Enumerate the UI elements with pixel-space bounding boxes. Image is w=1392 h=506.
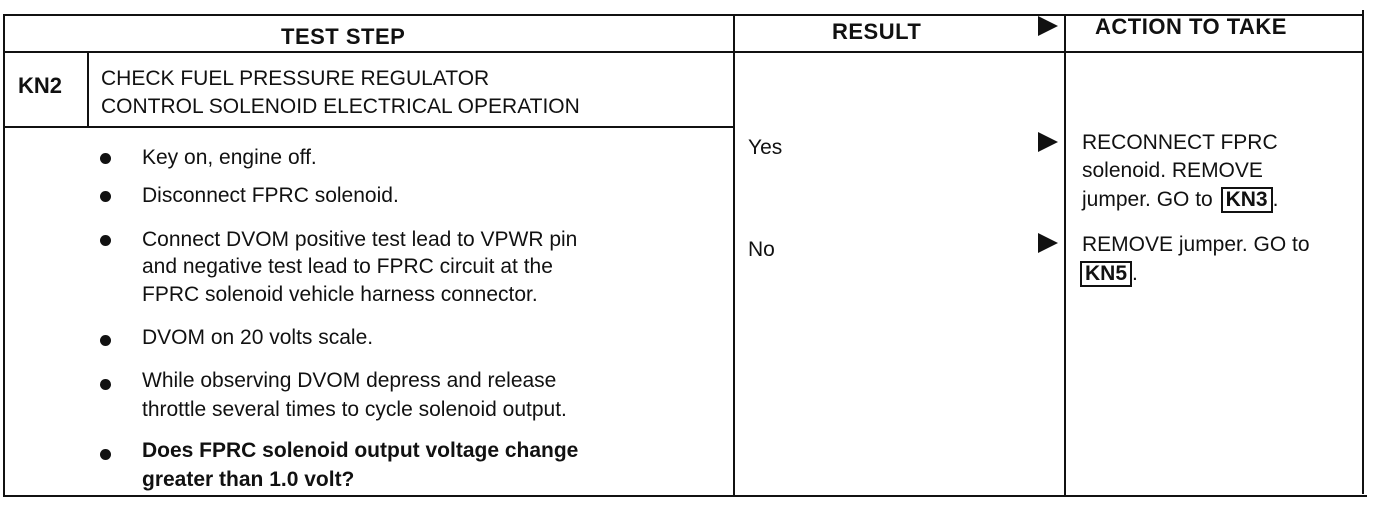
header-test-step: TEST STEP: [281, 24, 406, 49]
table-left-border: [3, 14, 5, 497]
result-no-arrow-icon: [1038, 233, 1058, 253]
bullet-icon: [100, 235, 111, 246]
table-right-border: [1362, 10, 1364, 494]
bullet-icon: [100, 449, 111, 460]
bullet-text-question: greater than 1.0 volt?: [142, 468, 355, 491]
action-yes-prefix: jumper. GO to: [1082, 188, 1213, 211]
header-arrow-icon: [1038, 16, 1058, 36]
bullet-text: throttle several times to cycle solenoid…: [142, 398, 567, 421]
bullet-text: Connect DVOM positive test lead to VPWR …: [142, 228, 578, 251]
step-title-line-2: CONTROL SOLENOID ELECTRICAL OPERATION: [101, 95, 580, 118]
step-ref-kn5[interactable]: KN5: [1080, 261, 1133, 287]
bullet-text: Disconnect FPRC solenoid.: [142, 184, 399, 207]
table-top-border: [3, 14, 1363, 16]
result-no: No: [748, 238, 775, 261]
bullet-icon: [100, 379, 111, 390]
bullet-icon: [100, 335, 111, 346]
step-id: KN2: [18, 73, 63, 98]
step-title-line-1: CHECK FUEL PRESSURE REGULATOR: [101, 67, 490, 90]
result-yes-arrow-icon: [1038, 132, 1058, 152]
bullet-text: FPRC solenoid vehicle harness connector.: [142, 283, 538, 306]
bullet-icon: [100, 191, 111, 202]
header-action-to-take: ACTION TO TAKE: [1095, 14, 1287, 39]
bullet-text-question: Does FPRC solenoid output voltage change: [142, 439, 579, 462]
action-column-divider: [1064, 14, 1066, 496]
step-title-divider: [3, 126, 734, 128]
bullet-icon: [100, 153, 111, 164]
header-result: RESULT: [832, 19, 922, 44]
header-divider: [3, 51, 1363, 53]
action-no-suffix: .: [1132, 262, 1138, 285]
step-id-divider: [87, 52, 89, 128]
action-no-line-1: REMOVE jumper. GO to: [1082, 233, 1310, 256]
result-column-divider: [733, 14, 735, 496]
action-no-line-2: KN5.: [1080, 260, 1138, 287]
bullet-text: Key on, engine off.: [142, 146, 317, 169]
step-ref-kn3[interactable]: KN3: [1220, 187, 1273, 213]
action-yes-line-2: solenoid. REMOVE: [1082, 159, 1263, 182]
action-yes-suffix: .: [1272, 188, 1279, 211]
action-yes-line-1: RECONNECT FPRC: [1082, 131, 1278, 154]
result-yes: Yes: [748, 136, 783, 159]
action-yes-line-3: jumper. GO to KN3.: [1082, 186, 1278, 213]
bullet-text: and negative test lead to FPRC circuit a…: [142, 255, 553, 278]
bullet-text: While observing DVOM depress and release: [142, 369, 557, 392]
table-bottom-border: [3, 495, 1367, 497]
bullet-text: DVOM on 20 volts scale.: [142, 326, 374, 349]
